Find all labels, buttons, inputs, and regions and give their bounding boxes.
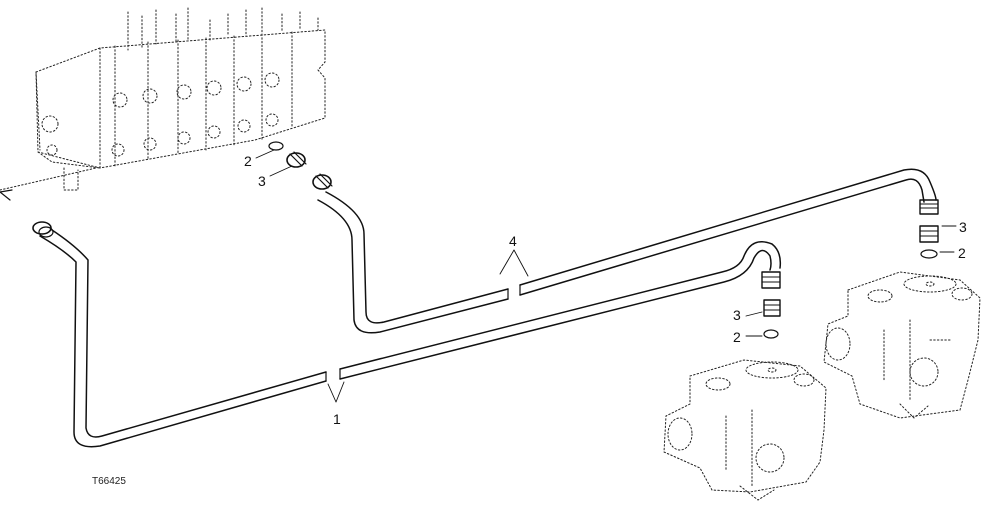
cylinder-housing-lower <box>663 359 827 501</box>
callout-2-valve: 2 <box>244 153 252 169</box>
callout-3-right: 3 <box>959 219 967 235</box>
fittings-lower <box>761 271 781 339</box>
hydraulic-line-4 <box>317 168 937 334</box>
fittings-right <box>919 199 939 259</box>
fitting-upper-left <box>32 221 54 238</box>
callout-1: 1 <box>333 411 341 427</box>
callout-3-valve: 3 <box>258 173 266 189</box>
hydraulic-line-1 <box>39 229 782 448</box>
callout-2-lower: 2 <box>733 329 741 345</box>
figure-number: T66425 <box>92 476 126 487</box>
cylinder-housing-right <box>823 271 981 419</box>
callouts: 2 3 4 1 3 2 3 2 <box>244 153 967 427</box>
callout-2-right: 2 <box>958 245 966 261</box>
control-valve-assembly <box>0 7 326 201</box>
callout-4: 4 <box>509 233 517 249</box>
leader-lines <box>255 149 957 403</box>
fittings-valve-outlet <box>268 141 333 190</box>
callout-3-lower: 3 <box>733 307 741 323</box>
